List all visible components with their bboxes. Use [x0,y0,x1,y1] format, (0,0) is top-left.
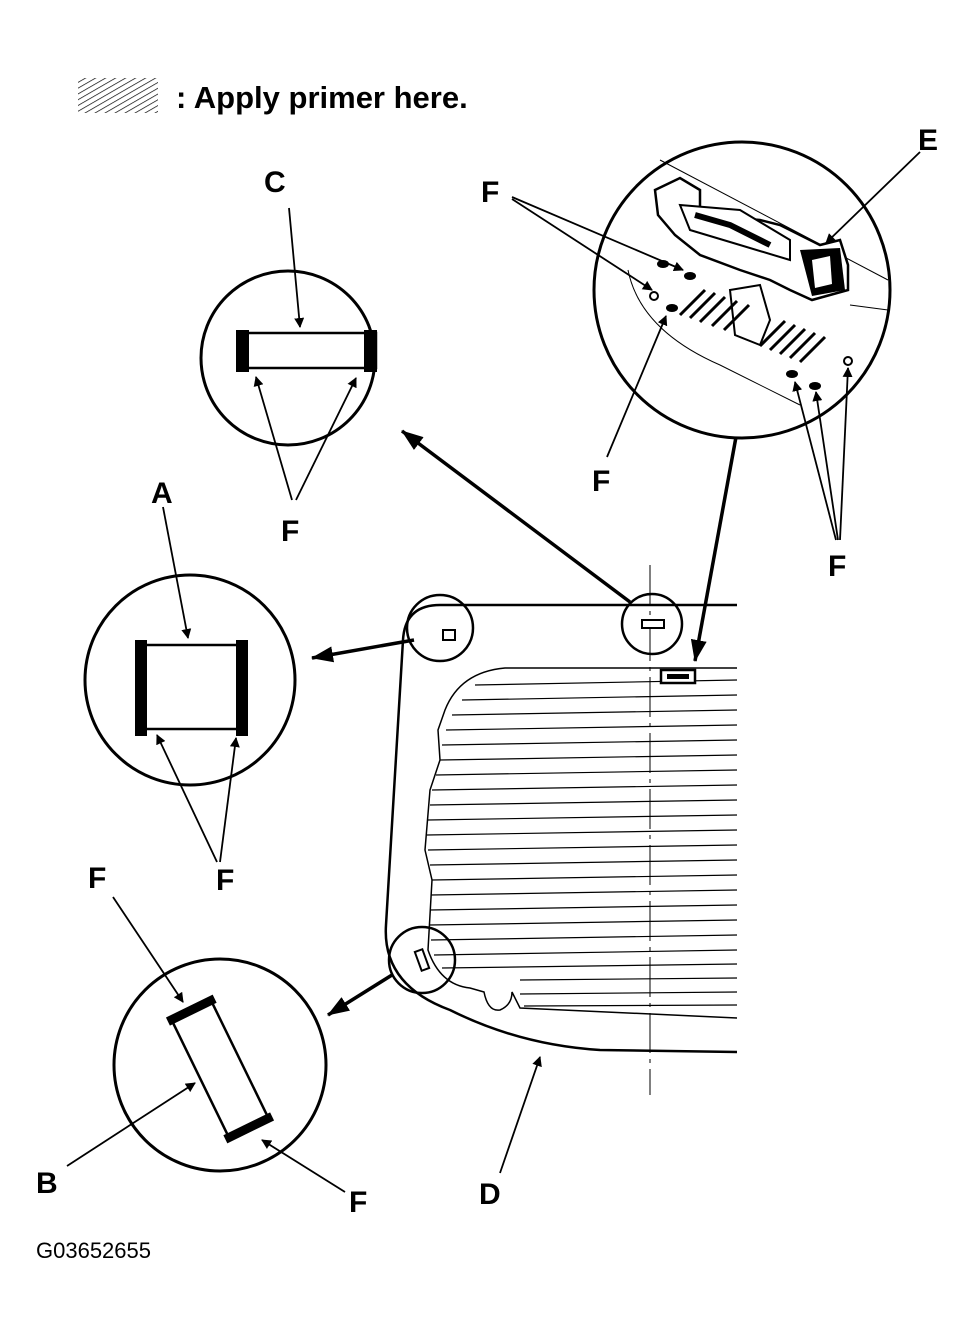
detail-e-glass-edge [627,269,801,406]
detail-e-surface-line [849,304,889,311]
label-f-e-right: F [828,550,846,583]
detail-b: F B F [36,862,367,1219]
primer-strips [678,288,827,364]
defroster-lines [426,679,738,1007]
detail-e-arrow-f2 [511,198,653,291]
detail-c-primer-right [364,330,377,372]
detail-a-arrow-a [162,506,192,639]
label-f-c: F [281,515,299,548]
arrow-to-detail-b [327,973,393,1017]
detail-a-arrow-f2 [219,737,240,863]
detail-e-circle [592,140,892,440]
label-f-b-top: F [88,862,106,895]
detail-c: C F [199,166,378,548]
glass-d: D [311,429,738,1211]
detail-a-circle [83,573,297,787]
primer-hatch-swatch [78,78,158,113]
label-d: D [479,1178,501,1211]
label-e: E [918,124,938,157]
glass-mount-b [413,947,431,973]
primer-dot [786,370,798,378]
label-a: A [151,477,173,510]
arrow-to-detail-c [400,429,632,604]
glass-mount-circle-a [405,593,475,663]
detail-c-arrow-f1 [253,376,293,501]
detail-e-surface-line [659,159,889,281]
detail-b-arrow-f-bottom [261,1139,346,1193]
detail-b-arrow-f-top [112,896,184,1003]
label-b: B [36,1167,58,1200]
detail-b-clip [170,999,270,1139]
detail-a-primer-left [135,640,147,736]
label-f-a: F [216,864,234,897]
label-f-e-left: F [592,465,610,498]
bracket-e [653,176,850,347]
label-f-b-bottom: F [349,1186,367,1219]
primer-dot [809,382,821,390]
detail-c-primer-left [236,330,249,372]
detail-b-primer-top [165,994,217,1026]
detail-a-clip [138,643,245,731]
glass-mount-circle-c [620,592,684,656]
glass-mount-c [641,619,665,629]
detail-a: A F [83,477,297,897]
glass-mount-a [442,629,456,641]
glass-mount-circle-b [387,925,457,995]
detail-b-arrow-b [66,1082,196,1167]
detail-e-arrow-f5 [812,391,839,541]
detail-a-primer-right [236,640,248,736]
label-f-e-top: F [481,176,499,209]
legend: : Apply primer here. [78,78,468,115]
detail-e-arrow-f3 [606,315,668,458]
detail-b-circle [112,957,328,1173]
detail-e-arrow-f1 [511,196,684,272]
primer-dot [666,304,678,312]
primer-dot [843,356,853,366]
detail-e: E F F F [481,124,938,583]
detail-c-arrow-c [288,207,305,328]
legend-text: : Apply primer here. [176,80,468,115]
arrow-from-detail-e [690,436,738,662]
detail-e-arrow-f4 [792,381,837,541]
detail-b-primer-bottom [223,1112,275,1144]
figure-code: G03652655 [36,1238,151,1263]
arrow-to-detail-a [311,638,415,663]
defroster-outline [424,667,738,1019]
detail-c-clip [239,331,378,370]
detail-a-arrow-f1 [156,734,218,863]
detail-e-arrow-e [825,151,921,244]
primer-dot [649,291,659,301]
arrow-d [499,1056,542,1174]
label-c: C [264,166,286,199]
detail-c-arrow-f2 [295,377,357,501]
primer-dot [684,272,696,280]
detail-e-arrow-f6 [839,367,853,541]
